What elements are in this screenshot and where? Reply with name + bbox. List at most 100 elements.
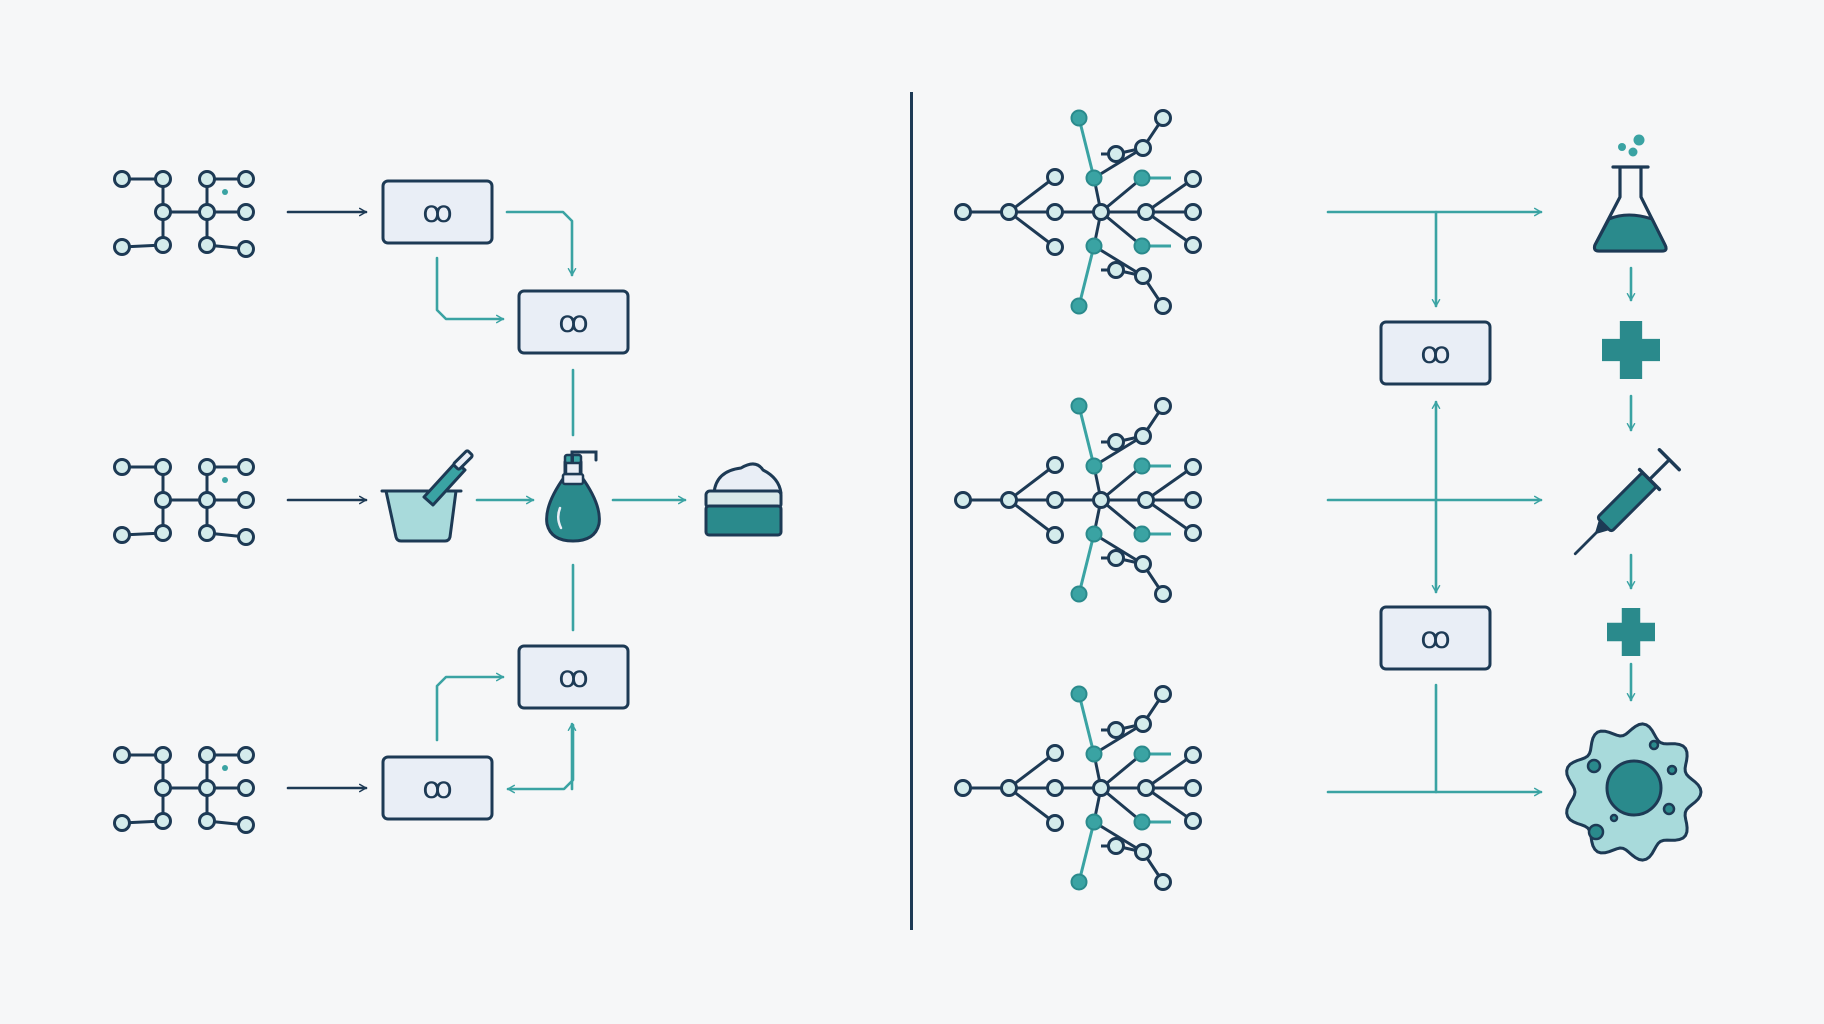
molecule-atom — [1134, 843, 1152, 861]
process-box-mid-bottom: ꝏ — [517, 644, 630, 710]
cream-jar-icon — [704, 462, 783, 537]
process-box-glyph: ꝏ — [558, 305, 589, 340]
flask-icon — [1592, 134, 1668, 253]
syringe-needle — [1573, 531, 1598, 556]
molecule-atom-teal — [1085, 457, 1103, 475]
cell-nucleus — [1605, 759, 1663, 817]
process-box-mid-top: ꝏ — [517, 289, 630, 355]
syringe-flange — [1637, 467, 1662, 492]
molecule-atom — [1184, 170, 1202, 188]
plus-icon-upper — [1602, 321, 1660, 379]
molecule-atom — [1107, 261, 1125, 279]
cell-organelle — [1662, 802, 1676, 816]
right-flow-diagram: ꝏꝏ — [954, 109, 1703, 891]
molecule-atom — [1154, 585, 1172, 603]
molecule-atom — [954, 779, 972, 797]
molecule-atom — [1184, 812, 1202, 830]
molecule-atom — [1046, 456, 1064, 474]
process-box-frame — [381, 179, 494, 245]
arrow-top-down-to-midtop — [435, 256, 505, 324]
cream-top — [712, 462, 783, 495]
molecule-dot — [222, 189, 228, 195]
pestle — [422, 460, 467, 507]
molecule-bond — [1093, 820, 1144, 854]
molecule-atom — [1134, 139, 1152, 157]
molecule-atom — [237, 779, 255, 797]
molecule-atom — [1134, 715, 1152, 733]
molecule-bond — [1145, 753, 1194, 790]
molecule-atom — [1046, 526, 1064, 544]
molecule-atom — [198, 236, 216, 254]
molecule-atom — [154, 812, 172, 830]
dropper-shine — [557, 506, 563, 530]
molecule-bond — [1093, 244, 1144, 278]
molecule-atom — [154, 203, 172, 221]
molecule-atom — [154, 170, 172, 188]
molecule-atom — [237, 170, 255, 188]
molecule-icon-row-3 — [113, 746, 255, 834]
bubble — [1628, 147, 1638, 157]
molecule-icon-row-2 — [113, 458, 255, 546]
molecule-icon-row-1 — [113, 170, 255, 258]
molecule-atom — [154, 746, 172, 764]
molecule-atom — [198, 746, 216, 764]
flask-liquid — [1593, 213, 1668, 253]
molecule-bond — [1093, 146, 1144, 180]
dropper-bottle-icon — [545, 450, 601, 543]
molecule-atom-teal — [1085, 169, 1103, 187]
molecule-atom-teal — [1085, 745, 1103, 763]
molecule-atom — [154, 236, 172, 254]
molecule-atom — [1046, 744, 1064, 762]
branched-molecule-row-3 — [954, 685, 1202, 891]
molecule-atom — [1046, 814, 1064, 832]
plus-shape — [1602, 321, 1660, 379]
arrow-bottom-up-to-midbottom — [435, 672, 505, 742]
molecule-atom — [1092, 491, 1110, 509]
arrow-top-to-midtop — [505, 210, 577, 277]
molecule-atom-teal — [1133, 457, 1151, 475]
molecule-atom — [1184, 779, 1202, 797]
molecule-atom — [1154, 297, 1172, 315]
molecule-atom — [154, 491, 172, 509]
molecule-atom — [1134, 427, 1152, 445]
molecule-atom — [198, 203, 216, 221]
bubble — [1618, 143, 1626, 151]
molecule-atom — [1107, 549, 1125, 567]
molecule-atom — [1046, 168, 1064, 186]
process-box-glyph: ꝏ — [422, 771, 453, 806]
molecule-atom-teal — [1085, 237, 1103, 255]
process-box-frame — [517, 289, 630, 355]
process-box-frame — [1379, 605, 1492, 671]
syringe-barrel — [1596, 472, 1657, 533]
molecule-bond — [1077, 693, 1096, 755]
process-box-frame — [517, 644, 630, 710]
molecule-bond — [1077, 245, 1096, 307]
molecule-atom — [1137, 779, 1155, 797]
molecule-atom — [1154, 109, 1172, 127]
molecule-atom — [1000, 779, 1018, 797]
molecule-atom-teal — [1070, 685, 1088, 703]
process-box-frame — [381, 755, 494, 821]
molecule-atom — [113, 746, 131, 764]
pestle-cap — [452, 449, 474, 471]
cell-organelle — [1666, 764, 1678, 776]
molecule-atom — [954, 203, 972, 221]
molecule-atom — [198, 779, 216, 797]
molecule-bond — [1145, 786, 1194, 823]
mortar-and-pestle-icon — [380, 449, 474, 543]
jar-body — [704, 504, 783, 537]
molecule-atom-teal — [1133, 169, 1151, 187]
molecule-atom-teal — [1133, 813, 1151, 831]
molecule-atom — [113, 170, 131, 188]
molecule-atom — [1000, 491, 1018, 509]
molecule-atom — [237, 203, 255, 221]
process-box-glyph: ꝏ — [1420, 336, 1451, 371]
molecule-bond — [1008, 463, 1056, 502]
branched-molecule-row-2 — [954, 397, 1202, 603]
process-box-glyph: ꝏ — [558, 660, 589, 695]
molecule-atom — [154, 779, 172, 797]
molecule-bond — [1008, 751, 1056, 790]
process-box-frame — [1379, 320, 1492, 386]
